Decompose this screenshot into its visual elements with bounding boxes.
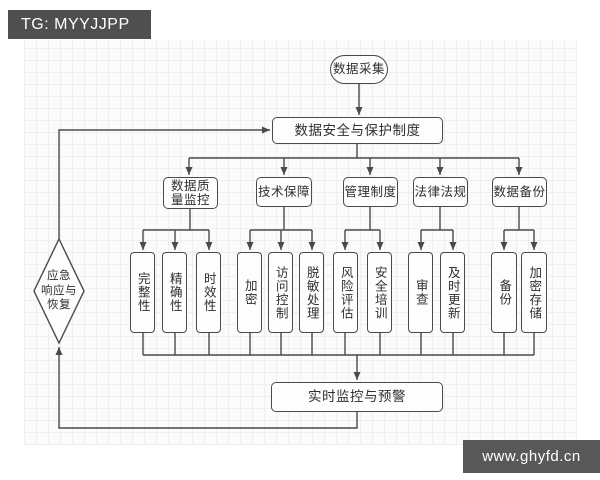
splitter-branch-2 <box>250 207 312 231</box>
leaf-data-masking: 脱敏处理 <box>299 252 324 333</box>
leaf-timeliness: 时效性 <box>196 252 221 333</box>
emergency-label-line2: 响应与 <box>41 284 77 297</box>
leaf-backup: 备份 <box>491 252 517 333</box>
leaf-review: 审查 <box>408 252 433 333</box>
node-realtime-monitoring: 实时监控与预警 <box>271 382 443 412</box>
leaf-timely-update: 及时更新 <box>440 252 465 333</box>
leaf-encrypted-storage: 加密存储 <box>521 252 547 333</box>
splitter-branch-4 <box>421 207 453 231</box>
leaf-encryption: 加密 <box>237 252 262 333</box>
branch-management-system: 管理制度 <box>343 177 398 207</box>
edges-leaves-to-bus <box>142 333 535 355</box>
edge-emergency-to-policy <box>58 126 270 239</box>
emergency-label-line1: 应急 <box>47 270 71 283</box>
branch-data-quality-monitoring: 数据质量监控 <box>163 177 218 209</box>
leaf-accuracy: 精确性 <box>162 252 187 333</box>
leaf-access-control: 访问控制 <box>268 252 293 333</box>
splitter-branch-3 <box>345 207 380 231</box>
splitter-branch-1 <box>143 209 209 231</box>
branch-data-backup: 数据备份 <box>492 177 547 207</box>
node-data-collection: 数据采集 <box>330 55 388 84</box>
grid-background <box>24 40 577 445</box>
node-emergency-response: 应急 响应与 恢复 <box>25 263 93 319</box>
watermark-telegram-banner: TG: MYYJJPP <box>8 10 151 39</box>
leaf-risk-assessment: 风险评估 <box>333 252 358 333</box>
node-data-security-policy: 数据安全与保护制度 <box>272 117 443 144</box>
emergency-diamond-shape <box>33 237 85 345</box>
edge-monitor-to-emergency <box>55 347 358 429</box>
branch-technical-support: 技术保障 <box>256 177 312 207</box>
emergency-label-line3: 恢复 <box>47 299 71 312</box>
watermark-url-banner: www.ghyfd.cn <box>463 440 600 473</box>
splitter-branch-5 <box>504 207 534 231</box>
leaf-security-training: 安全培训 <box>367 252 392 333</box>
branch-laws-regulations: 法律法规 <box>413 177 468 207</box>
leaf-integrity: 完整性 <box>130 252 155 333</box>
